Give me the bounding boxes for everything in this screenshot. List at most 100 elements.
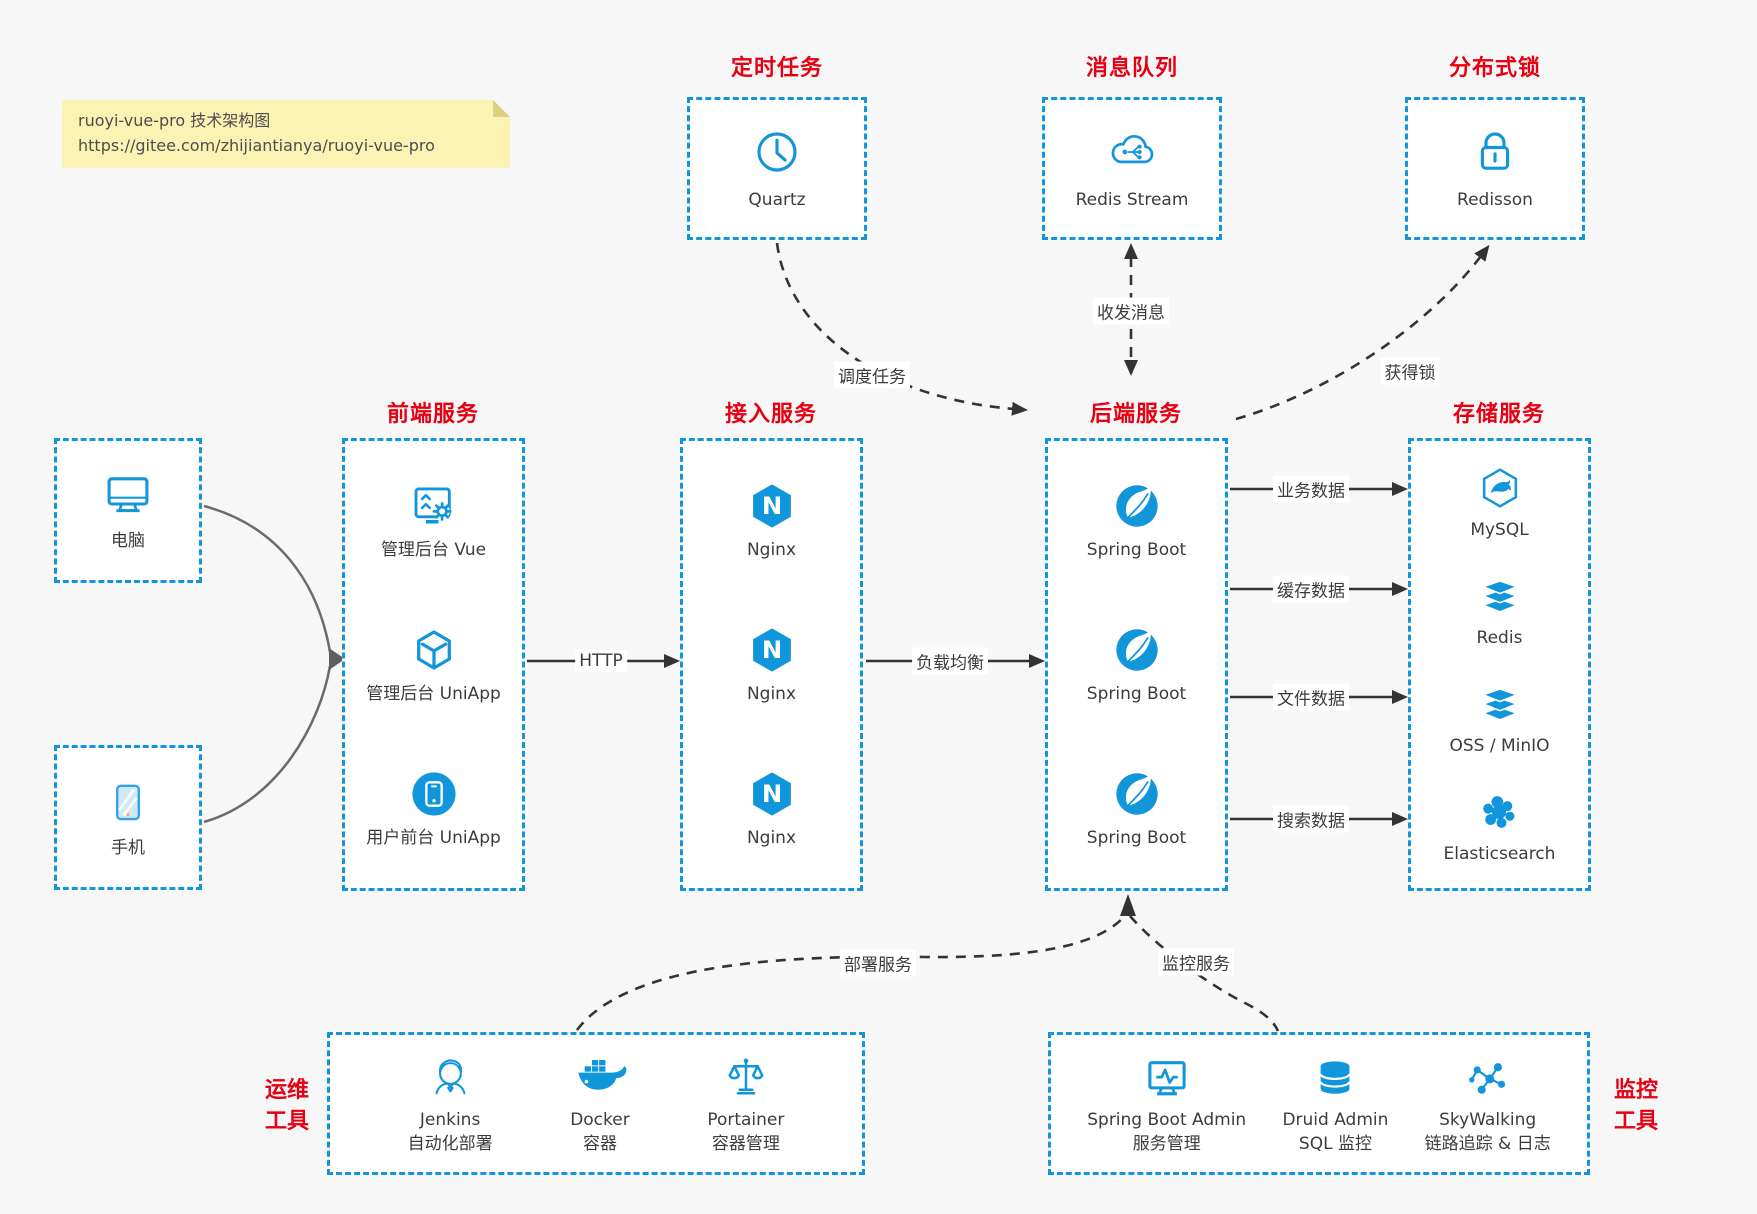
mobile-client-box: 手机 xyxy=(54,745,202,890)
title-monitor-tools: 监控工具 xyxy=(1613,1078,1658,1134)
quartz-box: Quartz xyxy=(687,97,867,240)
storage-item-elasticsearch: Elasticsearch xyxy=(1443,787,1556,866)
spring-boot-admin-icon xyxy=(1140,1051,1194,1105)
backend-up-arrowhead xyxy=(1120,894,1136,916)
elasticsearch-icon xyxy=(1474,787,1524,837)
item-label: Spring Boot xyxy=(1086,827,1187,848)
sticky-note: ruoyi-vue-pro 技术架构图 https://gitee.com/zh… xyxy=(62,100,510,168)
frontend-item-admin-uniapp: 管理后台 UniApp xyxy=(366,623,501,706)
storage-item-oss-minio: OSS / MinIO xyxy=(1449,679,1550,758)
druid-icon xyxy=(1308,1051,1362,1105)
item-label: 手机 xyxy=(111,838,145,859)
storage-item-redis: Redis xyxy=(1475,571,1525,650)
skywalking-icon xyxy=(1461,1051,1515,1105)
item-label: Redis Stream xyxy=(1075,190,1189,211)
title-backend-services: 后端服务 xyxy=(1089,402,1183,427)
desktop-icon xyxy=(101,468,155,522)
gateway-services-box: N Nginx N Nginx N Nginx xyxy=(680,438,863,891)
item-label: 电脑 xyxy=(111,531,145,552)
desktop-to-frontend-curve xyxy=(203,504,332,653)
message-cloud-icon xyxy=(1105,125,1159,179)
message-label: 收发消息 xyxy=(1093,297,1169,325)
item-label: Nginx xyxy=(746,540,797,561)
file-data-label: 文件数据 xyxy=(1273,683,1349,711)
desktop-client-box: 电脑 xyxy=(54,438,202,583)
user-app-icon xyxy=(407,767,461,821)
uniapp-cube-icon xyxy=(407,623,461,677)
clock-icon xyxy=(750,125,804,179)
nginx-icon: N xyxy=(745,623,799,677)
load-balance-label: 负载均衡 xyxy=(912,647,988,675)
frontend-services-box: 管理后台 Vue 管理后台 UniApp 用户前台 UniApp xyxy=(342,438,525,891)
note-title: ruoyi-vue-pro 技术架构图 xyxy=(78,111,271,130)
frontend-item-admin-vue: 管理后台 Vue xyxy=(381,479,486,562)
admin-vue-icon xyxy=(407,479,461,533)
portainer-icon xyxy=(719,1051,773,1105)
cache-data-label: 缓存数据 xyxy=(1273,575,1349,603)
backend-item-springboot-3: Spring Boot xyxy=(1087,767,1186,850)
business-data-label: 业务数据 xyxy=(1273,475,1349,503)
mobile-to-frontend-curve xyxy=(203,665,332,824)
schedule-label: 调度任务 xyxy=(834,361,910,389)
item-label: Nginx xyxy=(746,827,797,848)
monitor-label: 监控服务 xyxy=(1158,948,1234,976)
title-storage-services: 存储服务 xyxy=(1452,402,1546,427)
redisson-box: Redisson xyxy=(1405,97,1585,240)
frontend-arrowhead xyxy=(329,648,345,670)
title-ops-tools: 运维工具 xyxy=(264,1078,309,1134)
note-url: https://gitee.com/zhijiantianya/ruoyi-vu… xyxy=(78,135,435,155)
storage-services-box: MySQL Redis OSS / MinIO Elasticsearch xyxy=(1408,438,1591,891)
jenkins-icon xyxy=(423,1051,477,1105)
item-label: OSS / MinIO xyxy=(1449,735,1550,756)
backend-item-springboot-2: Spring Boot xyxy=(1087,623,1186,706)
gateway-item-nginx-3: N Nginx xyxy=(745,767,799,850)
title-distributed-lock: 分布式锁 xyxy=(1448,56,1542,81)
oss-minio-icon xyxy=(1475,679,1525,729)
spring-boot-icon xyxy=(1110,479,1164,533)
nginx-icon: N xyxy=(745,479,799,533)
redis-stack-icon xyxy=(1475,571,1525,621)
item-label: Redisson xyxy=(1457,190,1533,211)
nginx-icon: N xyxy=(745,767,799,821)
frontend-item-user-uniapp: 用户前台 UniApp xyxy=(366,767,501,850)
item-label: Nginx xyxy=(746,684,797,705)
backend-services-box: Spring Boot Spring Boot Spring Boot xyxy=(1045,438,1228,891)
item-label: Elasticsearch xyxy=(1443,843,1556,864)
lock-label: 获得锁 xyxy=(1380,357,1440,385)
lock-dashed-arrow xyxy=(1235,244,1490,421)
lock-icon xyxy=(1468,125,1522,179)
item-label: MySQL xyxy=(1470,520,1529,541)
item-label: Spring Boot xyxy=(1086,540,1187,561)
docker-icon xyxy=(573,1051,627,1105)
gateway-item-nginx-2: N Nginx xyxy=(745,623,799,706)
deploy-dashed-line xyxy=(575,916,1125,1031)
item-label: 管理后台 Vue xyxy=(380,540,487,561)
storage-item-mysql: MySQL xyxy=(1470,463,1529,542)
title-scheduled-tasks: 定时任务 xyxy=(730,56,824,81)
item-label: Quartz xyxy=(748,190,806,211)
http-label: HTTP xyxy=(575,650,627,672)
schedule-dashed-arrow xyxy=(775,242,1028,416)
spring-boot-icon xyxy=(1110,767,1164,821)
title-gateway-services: 接入服务 xyxy=(724,402,818,427)
monitor-dashed-line xyxy=(1129,915,1280,1032)
spring-boot-icon xyxy=(1110,623,1164,677)
search-data-label: 搜索数据 xyxy=(1273,805,1349,833)
title-frontend-services: 前端服务 xyxy=(386,402,480,427)
backend-item-springboot-1: Spring Boot xyxy=(1087,479,1186,562)
gateway-item-nginx-1: N Nginx xyxy=(745,479,799,562)
deploy-label: 部署服务 xyxy=(840,949,916,977)
item-label: 管理后台 UniApp xyxy=(366,684,501,705)
